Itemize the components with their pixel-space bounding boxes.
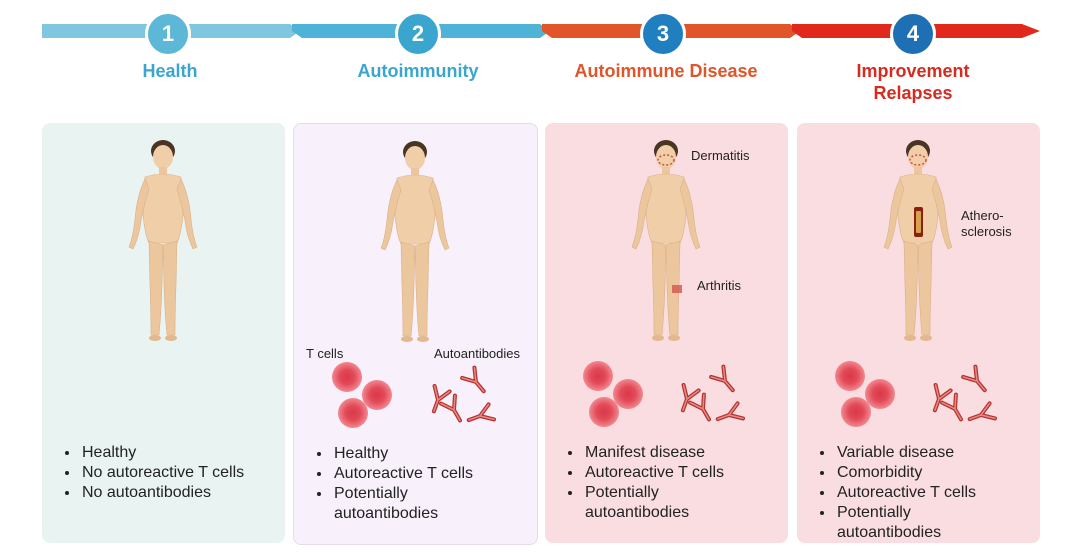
- list-item: Comorbidity: [835, 463, 976, 483]
- t-cell-icon: [583, 361, 613, 391]
- stage-panel-4: Athero- sclerosis Variable disease Comor…: [797, 123, 1040, 543]
- list-item: Variable disease: [835, 443, 976, 463]
- arthritis-mark: [672, 285, 682, 293]
- t-cell-icon: [332, 362, 362, 392]
- antibody-icon: [460, 365, 497, 430]
- atherosclerosis-label: Athero- sclerosis: [961, 208, 1012, 239]
- stage-title-2: Autoimmunity: [357, 61, 479, 81]
- dermatitis-mark: [657, 154, 675, 166]
- arthritis-label: Arthritis: [697, 278, 742, 293]
- list-item: Healthy: [332, 444, 473, 464]
- list-item: No autoantibodies: [80, 483, 244, 503]
- stage-panel-2: T cells Autoantibodies Healthy Autoreact…: [293, 123, 538, 545]
- list-item: No autoreactive T cells: [80, 463, 244, 483]
- stage-title-3: Autoimmune Disease: [574, 61, 758, 81]
- t-cell-icon: [865, 379, 895, 409]
- human-figure: [380, 140, 450, 343]
- autoantibodies-label: Autoantibodies: [434, 346, 521, 361]
- human-figure: [631, 139, 701, 342]
- t-cells-label: T cells: [306, 346, 344, 361]
- stage-number-4: 4: [890, 11, 936, 57]
- stage-number-3: 3: [640, 11, 686, 57]
- antibody-icon: [961, 364, 998, 429]
- list-item: Autoreactive T cells: [332, 464, 473, 484]
- stage-number-2: 2: [395, 11, 441, 57]
- stage-title-1: Health: [142, 61, 198, 81]
- stage-title-4: Improvement Relapses: [856, 61, 970, 103]
- t-cell-icon: [613, 379, 643, 409]
- t-cell-icon: [841, 397, 871, 427]
- bullet-list: Manifest disease Autoreactive T cells Po…: [565, 443, 724, 523]
- dermatitis-label: Dermatitis: [691, 148, 750, 163]
- stage-panel-1: Healthy No autoreactive T cells No autoa…: [42, 123, 285, 543]
- list-item: Manifest disease: [583, 443, 724, 463]
- t-cell-icon: [338, 398, 368, 428]
- t-cell-icon: [835, 361, 865, 391]
- bullet-list: Healthy Autoreactive T cells Potentially…: [314, 444, 473, 524]
- stage-panel-3: Dermatitis Arthritis Manifest disease Au…: [545, 123, 788, 543]
- human-figure: [128, 139, 198, 342]
- list-item: Autoreactive T cells: [835, 483, 976, 503]
- dermatitis-mark: [909, 154, 927, 166]
- antibody-icon: [709, 364, 746, 429]
- stage-number-1: 1: [145, 11, 191, 57]
- t-cell-icon: [589, 397, 619, 427]
- bullet-list: Variable disease Comorbidity Autoreactiv…: [817, 443, 976, 543]
- human-figure: [883, 139, 953, 342]
- bullet-list: Healthy No autoreactive T cells No autoa…: [62, 443, 244, 503]
- list-item: Healthy: [80, 443, 244, 463]
- t-cell-icon: [362, 380, 392, 410]
- list-item: Autoreactive T cells: [583, 463, 724, 483]
